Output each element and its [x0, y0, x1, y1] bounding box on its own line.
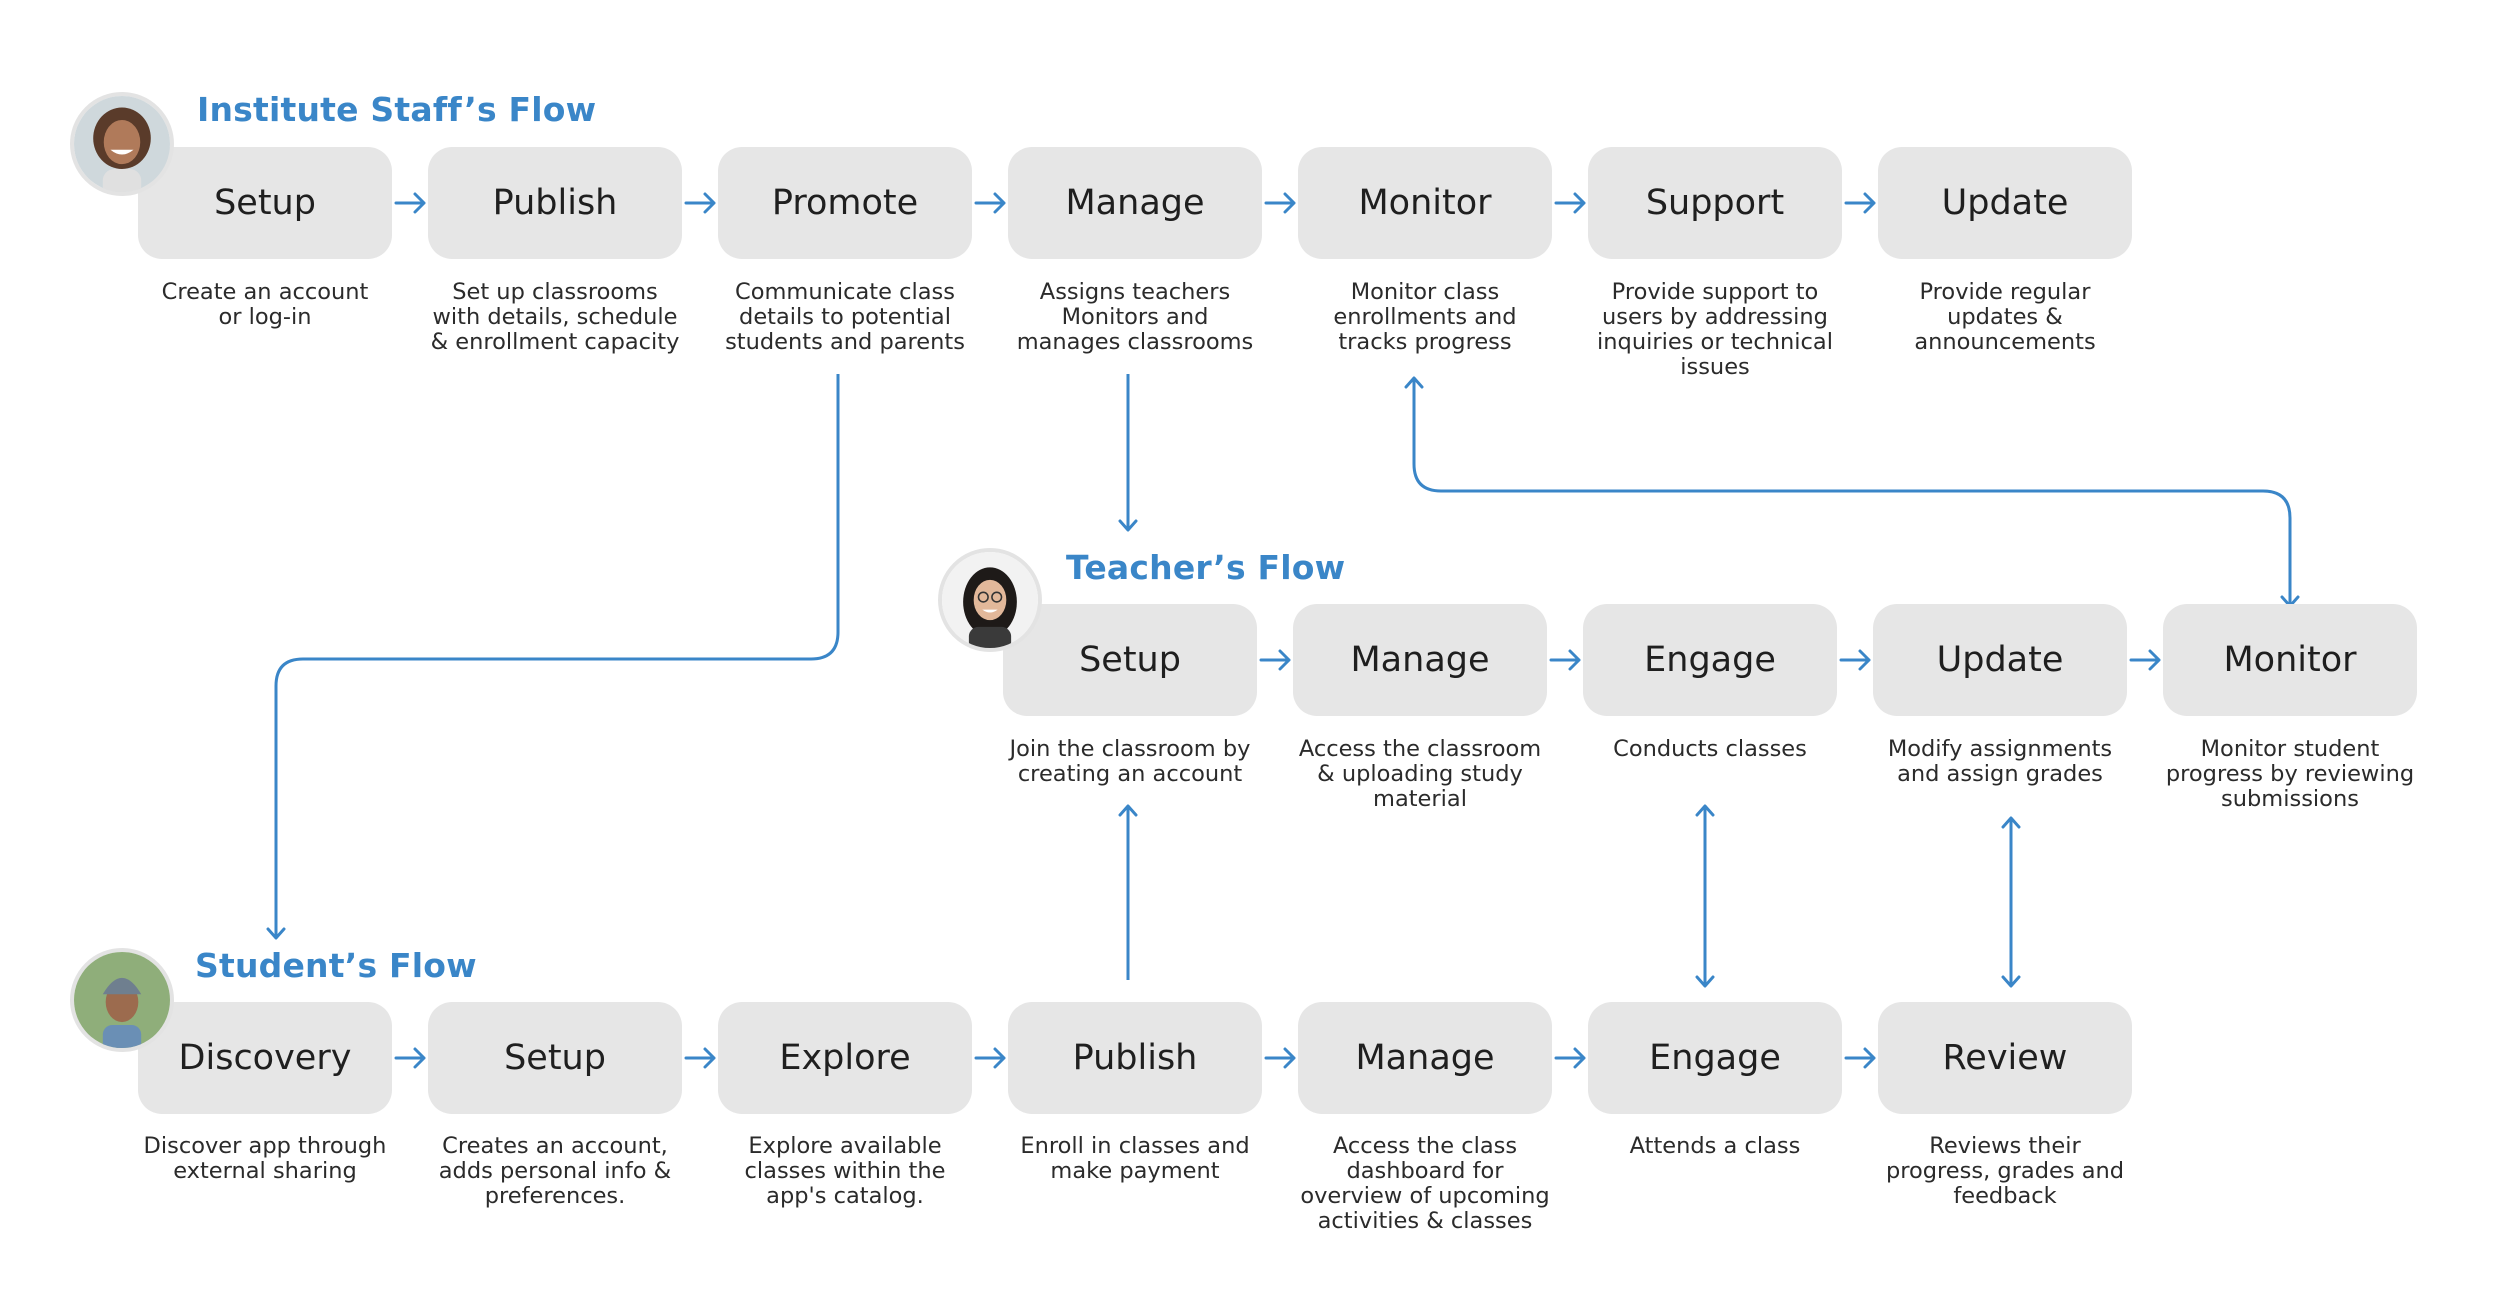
right-arrow-icon: [394, 1046, 428, 1070]
student-avatar: [70, 948, 174, 1052]
step-description: Modify assignments and assign grades: [1887, 736, 2113, 787]
step-description: Join the classroom by creating an accoun…: [1009, 736, 1251, 787]
step-label: Promote: [771, 183, 919, 223]
step-label: Review: [1942, 1038, 2068, 1078]
right-arrow-icon: [1264, 191, 1298, 215]
step-label: Engage: [1644, 640, 1776, 680]
step-description: Provide regular updates & announcements: [1914, 279, 2096, 355]
step-description: Access the classroom & uploading study m…: [1298, 736, 1542, 812]
step-description: Create an account or log-in: [161, 279, 369, 330]
step-label: Explore: [779, 1038, 911, 1078]
right-arrow-icon: [974, 191, 1008, 215]
staff-avatar: [70, 92, 174, 196]
step-description: Provide support to users by addressing i…: [1597, 279, 1833, 380]
step-description: Monitor class enrollments and tracks pro…: [1333, 279, 1517, 355]
step-description: Access the class dashboard for overview …: [1300, 1133, 1550, 1234]
teacher-flow-title: Teacher’s Flow: [1066, 548, 1346, 587]
step-label: Setup: [1079, 640, 1181, 680]
step-box-promote: Promote: [718, 147, 972, 259]
right-arrow-icon: [1554, 191, 1588, 215]
step-box-review: Review: [1878, 1002, 2132, 1114]
step-box-update: Update: [1873, 604, 2127, 716]
right-arrow-icon: [1264, 1046, 1298, 1070]
right-arrow-icon: [1844, 1046, 1878, 1070]
step-label: Manage: [1065, 183, 1205, 223]
step-description: Enroll in classes and make payment: [1020, 1133, 1250, 1184]
right-arrow-icon: [2129, 648, 2163, 672]
step-label: Update: [1936, 640, 2064, 680]
step-box-engage: Engage: [1588, 1002, 1842, 1114]
step-description: Assigns teachers Monitors and manages cl…: [1016, 279, 1254, 355]
right-arrow-icon: [1839, 648, 1873, 672]
step-description: Discover app through external sharing: [143, 1133, 387, 1184]
right-arrow-icon: [684, 191, 718, 215]
staff-flow-title: Institute Staff’s Flow: [197, 90, 597, 129]
step-box-manage: Manage: [1298, 1002, 1552, 1114]
step-box-setup: Setup: [1003, 604, 1257, 716]
teacher-avatar: [938, 548, 1042, 652]
right-arrow-icon: [1259, 648, 1293, 672]
step-label: Publish: [1072, 1038, 1198, 1078]
step-box-discovery: Discovery: [138, 1002, 392, 1114]
right-arrow-icon: [394, 191, 428, 215]
step-label: Monitor: [2223, 640, 2357, 680]
step-box-publish: Publish: [428, 147, 682, 259]
student-flow-title: Student’s Flow: [195, 946, 477, 985]
step-label: Publish: [492, 183, 618, 223]
step-description: Reviews their progress, grades and feedb…: [1885, 1133, 2125, 1209]
right-arrow-icon: [974, 1046, 1008, 1070]
step-label: Monitor: [1358, 183, 1492, 223]
right-arrow-icon: [684, 1046, 718, 1070]
staff-avatar-photo-icon: [74, 96, 170, 192]
connector-promote-to-discovery: [266, 374, 840, 940]
step-label: Setup: [504, 1038, 606, 1078]
step-label: Setup: [214, 183, 316, 223]
step-label: Manage: [1355, 1038, 1495, 1078]
step-box-publish: Publish: [1008, 1002, 1262, 1114]
step-label: Discovery: [178, 1038, 352, 1078]
step-box-monitor: Monitor: [2163, 604, 2417, 716]
step-box-engage: Engage: [1583, 604, 1837, 716]
student-avatar-photo-icon: [74, 952, 170, 1048]
right-arrow-icon: [1549, 648, 1583, 672]
step-label: Update: [1941, 183, 2069, 223]
step-description: Set up classrooms with details, schedule…: [430, 279, 680, 355]
step-box-manage: Manage: [1008, 147, 1262, 259]
step-box-explore: Explore: [718, 1002, 972, 1114]
step-description: Attends a class: [1629, 1133, 1801, 1159]
step-box-setup: Setup: [428, 1002, 682, 1114]
step-label: Support: [1645, 183, 1785, 223]
step-description: Conducts classes: [1613, 736, 1807, 762]
step-box-monitor: Monitor: [1298, 147, 1552, 259]
step-label: Engage: [1649, 1038, 1781, 1078]
step-description: Communicate class details to potential s…: [725, 279, 965, 355]
step-box-manage: Manage: [1293, 604, 1547, 716]
right-arrow-icon: [1844, 191, 1878, 215]
step-description: Explore available classes within the app…: [744, 1133, 946, 1209]
step-box-setup: Setup: [138, 147, 392, 259]
teacher-avatar-photo-icon: [942, 552, 1038, 648]
connector-monitor-loop: [1404, 376, 2300, 608]
step-box-update: Update: [1878, 147, 2132, 259]
step-description: Monitor student progress by reviewing su…: [2165, 736, 2415, 812]
step-box-support: Support: [1588, 147, 1842, 259]
step-label: Manage: [1350, 640, 1490, 680]
step-description: Creates an account, adds personal info &…: [438, 1133, 672, 1209]
right-arrow-icon: [1554, 1046, 1588, 1070]
